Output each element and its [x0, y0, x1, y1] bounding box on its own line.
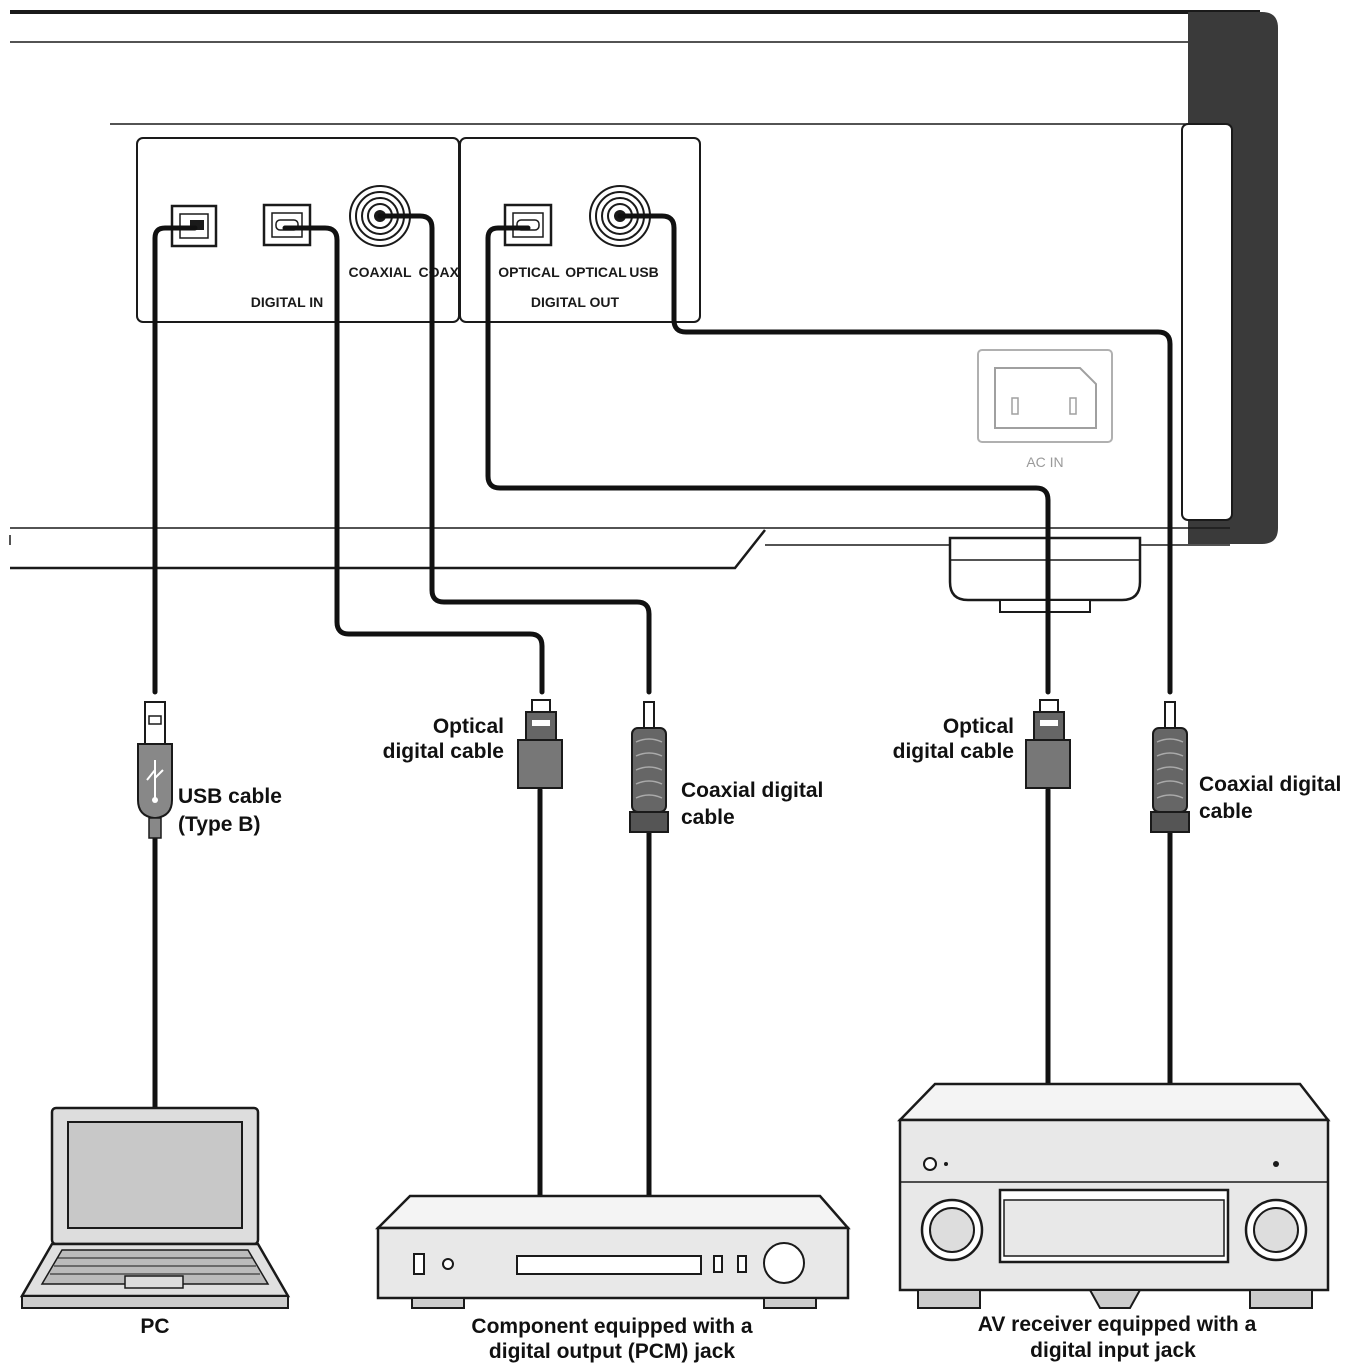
cable-paths	[152, 213, 1173, 1199]
component-device-icon	[374, 1194, 851, 1309]
coaxial-cable-left-label: Coaxial digital	[681, 779, 823, 802]
optical-cable-right-label-2: digital cable	[893, 740, 1014, 763]
optical-cable-left-label-2: digital cable	[383, 740, 504, 763]
optical-label-2: OPTICAL	[565, 264, 627, 280]
component-label: Component equipped with a	[471, 1315, 752, 1338]
av-receiver-icon	[897, 1082, 1331, 1309]
optical-out-cable-line	[485, 225, 1051, 695]
optical-cable-right-label: Optical	[943, 715, 1014, 738]
coaxial-label: COAXIAL	[349, 264, 412, 280]
ac-inlet: AC IN	[977, 349, 1113, 470]
optical-label: OPTICAL	[498, 264, 560, 280]
av-receiver-label-2: digital input jack	[1030, 1339, 1196, 1362]
digital-in-label: DIGITAL IN	[251, 294, 324, 310]
optical-in-cable-line	[282, 225, 545, 695]
optical-plug-right-icon	[1025, 699, 1071, 789]
coaxial-out-cable-line	[617, 213, 1173, 695]
optical-out-jack[interactable]	[503, 203, 553, 247]
optical-plug-left-icon	[517, 699, 563, 789]
usb-cable-line	[152, 225, 198, 695]
component-label-2: digital output (PCM) jack	[489, 1340, 735, 1363]
coaxial-in-cable-line	[377, 213, 652, 695]
coaxial-cable-left-label-2: cable	[681, 806, 735, 829]
optical-in-jack[interactable]	[262, 203, 312, 247]
coaxial-plug-left-icon	[629, 701, 669, 833]
usb-cable-label: USB cable	[178, 785, 282, 808]
usb-cable-type: (Type B)	[178, 813, 260, 836]
digital-out-panel: DIGITAL OUT OPTICAL OPTICAL USB	[459, 137, 701, 323]
usb-label: USB	[629, 264, 659, 280]
coaxial-cable-right-label: Coaxial digital	[1199, 773, 1341, 796]
coaxial-cable-right-label-2: cable	[1199, 800, 1253, 823]
coaxial-plug-right-icon	[1150, 701, 1190, 833]
unit-chassis	[9, 10, 1278, 613]
laptop-icon	[19, 1106, 291, 1309]
av-receiver-label: AV receiver equipped with a	[978, 1313, 1257, 1336]
ac-in-label: AC IN	[1026, 454, 1063, 470]
pc-label: PC	[140, 1315, 169, 1338]
digital-out-label: DIGITAL OUT	[531, 294, 620, 310]
usb-plug-icon	[137, 701, 173, 839]
optical-cable-left-label: Optical	[433, 715, 504, 738]
